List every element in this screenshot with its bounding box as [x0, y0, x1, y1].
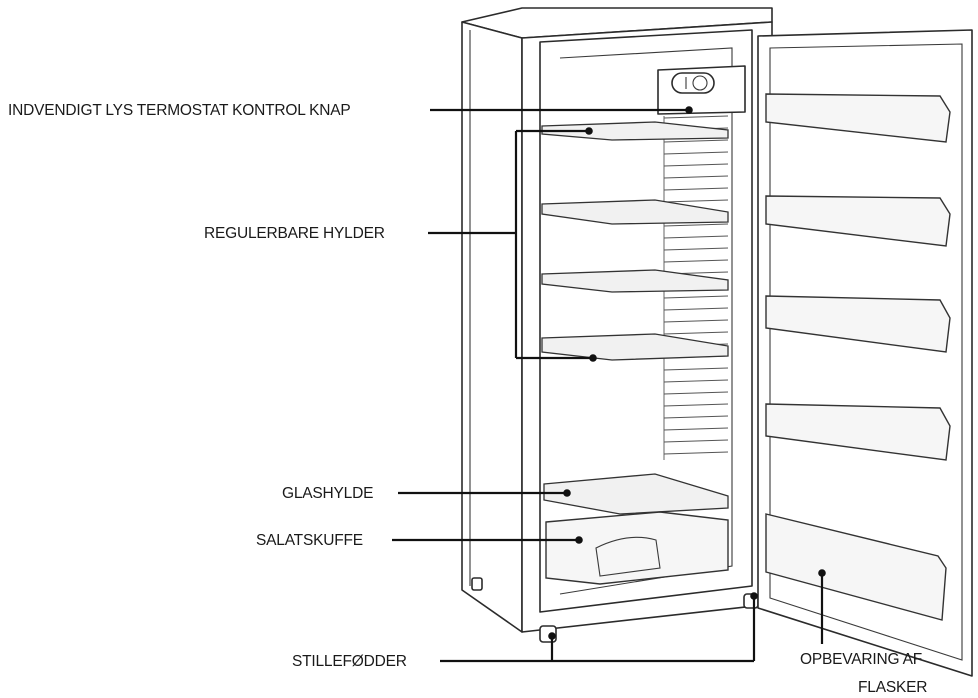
door-bin-1: [765, 93, 951, 143]
door-bin-3: [765, 295, 951, 353]
shelf-1: [541, 121, 729, 141]
thermostat-dial: [692, 75, 708, 91]
fridge-inner-cavity: [539, 29, 753, 613]
crisper-handle: [595, 536, 661, 577]
label-glass-shelf: GLASHYLDE: [282, 485, 373, 502]
dot-foot-left: [548, 632, 556, 640]
fridge-door: [757, 29, 973, 677]
label-feet: STILLEFØDDER: [292, 653, 407, 670]
leader-adjustable-shelves: [428, 129, 592, 360]
fridge-illustration: [461, 7, 773, 643]
shelf-3: [541, 269, 729, 293]
dot-foot-right: [750, 592, 758, 600]
shelf-2: [541, 199, 729, 225]
labels: INDVENDIGT LYS TERMOSTAT KONTROL KNAP RE…: [8, 102, 927, 696]
dot-shelf-bottom: [589, 354, 597, 362]
inner-back-wall: [559, 47, 733, 595]
label-crisper: SALATSKUFFE: [256, 532, 363, 549]
leader-feet: [440, 596, 756, 663]
label-adjustable-shelves: REGULERBARE HYLDER: [204, 225, 385, 242]
dot-glass-shelf: [563, 489, 571, 497]
crisper-drawer: [545, 511, 729, 585]
dot-crisper: [575, 536, 583, 544]
door-bin-4: [765, 403, 951, 461]
dot-shelf-top: [585, 127, 593, 135]
foot-back-left: [471, 577, 483, 591]
door-panel: [757, 29, 973, 677]
label-bottle-storage-line1: OPBEVARING AF: [800, 651, 922, 668]
shelf-4: [541, 333, 729, 361]
leader-lines: [392, 106, 826, 663]
bottle-bin: [765, 513, 947, 621]
dot-bottle-storage: [818, 569, 826, 577]
label-light-thermostat: INDVENDIGT LYS TERMOSTAT KONTROL KNAP: [8, 102, 351, 119]
label-bottle-storage-line2: FLASKER: [858, 679, 927, 696]
glass-shelf: [543, 473, 729, 515]
door-bin-2: [765, 195, 951, 247]
dot-light-thermostat: [685, 106, 693, 114]
